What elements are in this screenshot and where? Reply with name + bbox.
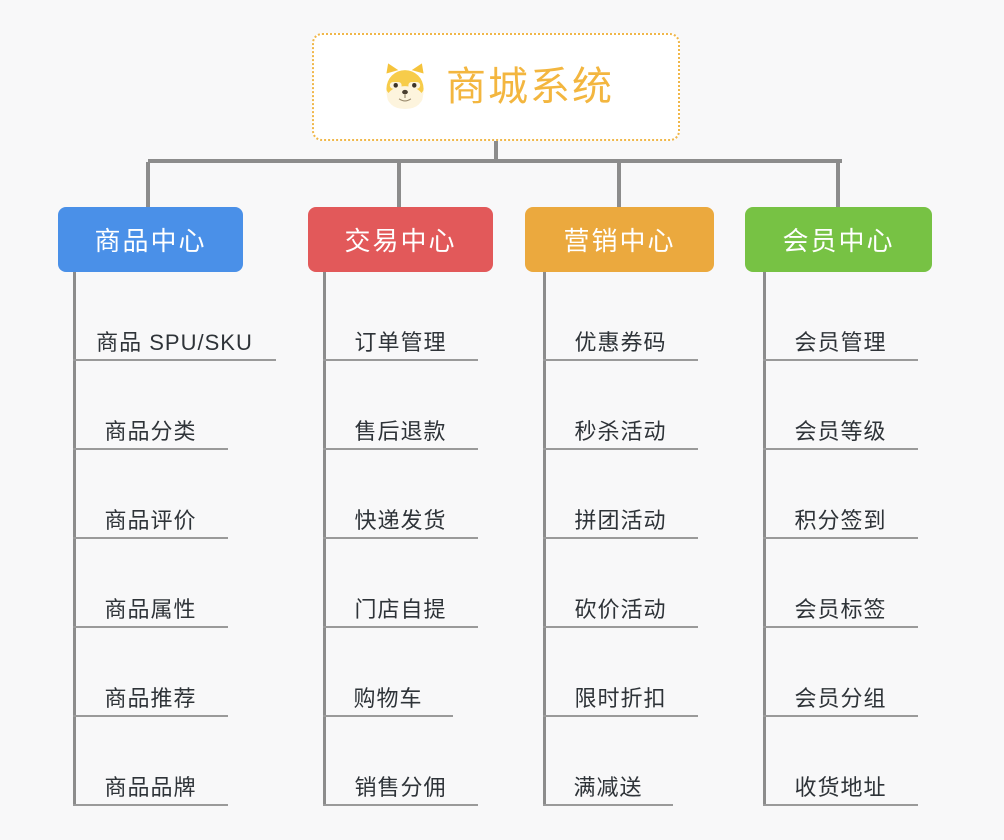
leaf-item[interactable]: 订单管理 bbox=[323, 272, 478, 361]
leaf-item[interactable]: 商品 SPU/SKU bbox=[73, 272, 276, 361]
trunk-bus-line bbox=[148, 159, 842, 163]
leaf-item[interactable]: 砍价活动 bbox=[543, 539, 698, 628]
leaf-item-label: 门店自提 bbox=[354, 596, 447, 622]
leaf-item-label: 满减送 bbox=[573, 774, 643, 800]
leaf-item[interactable]: 收货地址 bbox=[763, 717, 918, 806]
leaf-item-label: 拼团活动 bbox=[574, 507, 667, 533]
leaf-item-label: 订单管理 bbox=[354, 329, 447, 355]
branch-spine-line-1 bbox=[73, 272, 76, 806]
leaf-item-label: 会员等级 bbox=[794, 418, 887, 444]
category-header-label: 交易中心 bbox=[344, 226, 457, 256]
category-header-label: 会员中心 bbox=[782, 226, 895, 256]
leaf-item-label: 积分签到 bbox=[794, 507, 887, 533]
leaf-item[interactable]: 满减送 bbox=[543, 717, 673, 806]
category-header-2[interactable]: 交易中心 bbox=[308, 207, 493, 272]
branch-spine-line-3 bbox=[543, 272, 546, 806]
leaf-item[interactable]: 商品属性 bbox=[73, 539, 228, 628]
root-title: 商城系统 bbox=[446, 65, 614, 109]
leaf-item[interactable]: 会员等级 bbox=[763, 361, 918, 450]
leaf-item[interactable]: 商品分类 bbox=[73, 361, 228, 450]
leaf-item[interactable]: 积分签到 bbox=[763, 450, 918, 539]
leaf-item-label: 会员分组 bbox=[794, 685, 887, 711]
branch-drop-line-1 bbox=[146, 162, 150, 207]
leaf-item-label: 会员标签 bbox=[794, 596, 887, 622]
leaf-item[interactable]: 秒杀活动 bbox=[543, 361, 698, 450]
leaf-item-label: 商品 SPU/SKU bbox=[96, 329, 253, 355]
branch-drop-line-2 bbox=[397, 162, 401, 207]
leaf-item[interactable]: 限时折扣 bbox=[543, 628, 698, 717]
branch-drop-line-3 bbox=[617, 162, 621, 207]
category-header-1[interactable]: 商品中心 bbox=[58, 207, 243, 272]
leaf-item-label: 限时折扣 bbox=[574, 685, 667, 711]
leaf-item-label: 商品属性 bbox=[104, 596, 197, 622]
leaf-item-label: 秒杀活动 bbox=[574, 418, 667, 444]
trunk-stem-line bbox=[494, 141, 498, 162]
leaf-item-label: 砍价活动 bbox=[574, 596, 667, 622]
leaf-item[interactable]: 售后退款 bbox=[323, 361, 478, 450]
leaf-item[interactable]: 会员管理 bbox=[763, 272, 918, 361]
branch-spine-line-2 bbox=[323, 272, 326, 806]
leaf-item-label: 商品分类 bbox=[104, 418, 197, 444]
leaf-item[interactable]: 优惠券码 bbox=[543, 272, 698, 361]
leaf-item-label: 会员管理 bbox=[794, 329, 887, 355]
leaf-item-label: 售后退款 bbox=[354, 418, 447, 444]
leaf-item-label: 收货地址 bbox=[794, 774, 887, 800]
category-header-label: 商品中心 bbox=[94, 226, 207, 256]
leaf-item[interactable]: 商品品牌 bbox=[73, 717, 228, 806]
leaf-item-label: 销售分佣 bbox=[354, 774, 447, 800]
dog-face-icon bbox=[378, 60, 432, 114]
leaf-item[interactable]: 快递发货 bbox=[323, 450, 478, 539]
category-header-4[interactable]: 会员中心 bbox=[745, 207, 932, 272]
category-header-3[interactable]: 营销中心 bbox=[525, 207, 714, 272]
branch-drop-line-4 bbox=[836, 162, 840, 207]
leaf-item-label: 购物车 bbox=[353, 685, 423, 711]
leaf-item[interactable]: 会员分组 bbox=[763, 628, 918, 717]
leaf-item[interactable]: 门店自提 bbox=[323, 539, 478, 628]
root-node[interactable]: 商城系统 bbox=[312, 33, 680, 141]
leaf-item[interactable]: 商品评价 bbox=[73, 450, 228, 539]
leaf-item[interactable]: 拼团活动 bbox=[543, 450, 698, 539]
leaf-item[interactable]: 销售分佣 bbox=[323, 717, 478, 806]
leaf-item-label: 商品推荐 bbox=[104, 685, 197, 711]
branch-spine-line-4 bbox=[763, 272, 766, 806]
leaf-item-label: 快递发货 bbox=[354, 507, 447, 533]
leaf-item-label: 优惠券码 bbox=[574, 329, 667, 355]
leaf-item-label: 商品品牌 bbox=[104, 774, 197, 800]
leaf-item-label: 商品评价 bbox=[104, 507, 197, 533]
category-header-label: 营销中心 bbox=[563, 226, 676, 256]
leaf-item[interactable]: 商品推荐 bbox=[73, 628, 228, 717]
leaf-item[interactable]: 购物车 bbox=[323, 628, 453, 717]
leaf-item[interactable]: 会员标签 bbox=[763, 539, 918, 628]
